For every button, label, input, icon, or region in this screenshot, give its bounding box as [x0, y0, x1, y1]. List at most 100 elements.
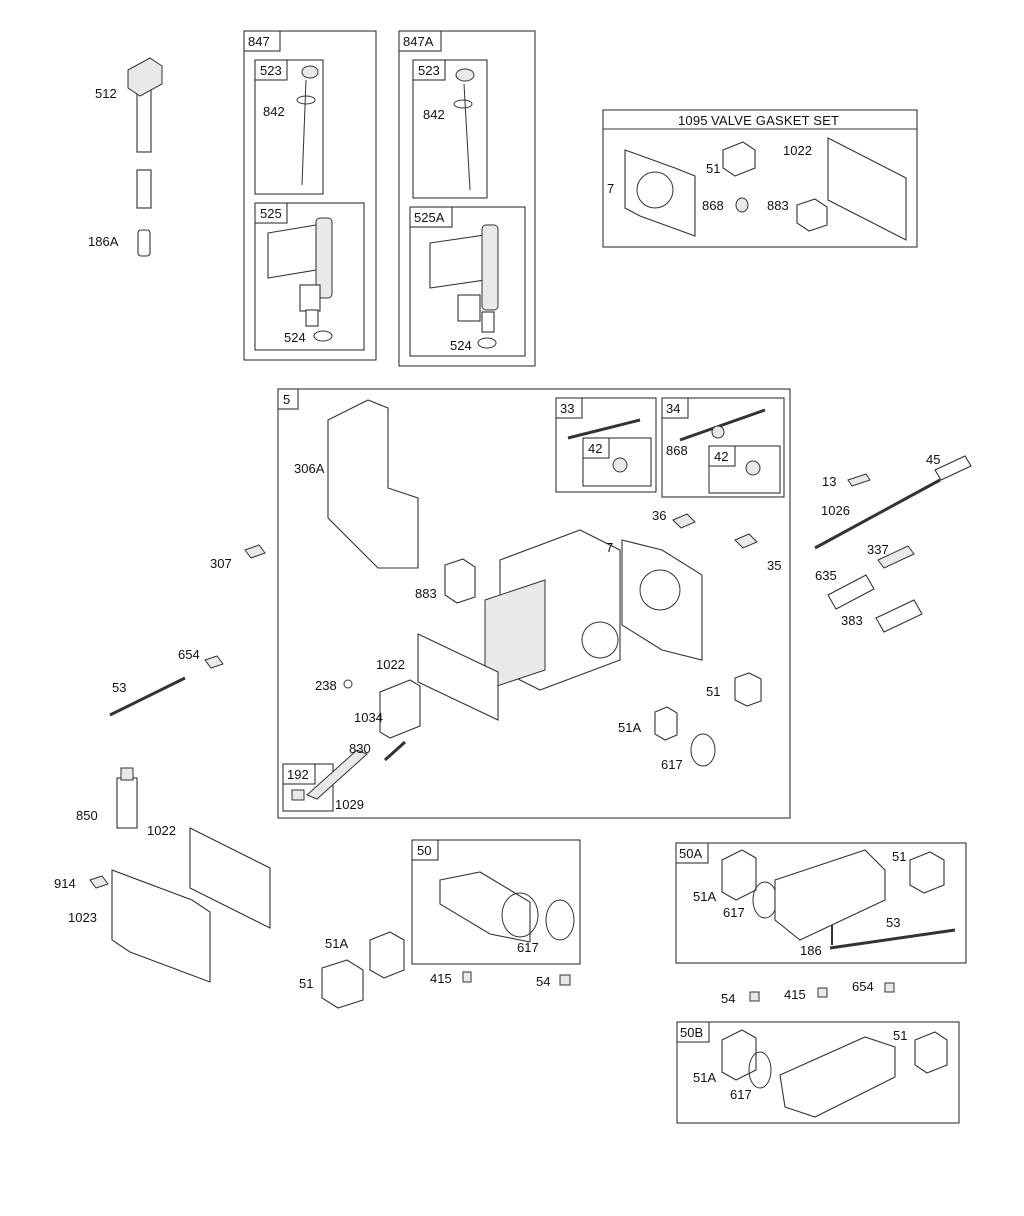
nut-654	[884, 982, 895, 993]
tag-42-a	[582, 437, 610, 459]
box-847a	[398, 30, 536, 367]
label-337: 337	[867, 542, 889, 557]
label-51a-head: 51A	[618, 720, 641, 735]
label-883-head: 883	[415, 586, 437, 601]
label-1022-gasket-set: 1022	[783, 143, 812, 158]
label-238: 238	[315, 678, 337, 693]
label-54-box50: 54	[536, 974, 550, 989]
tag-847a	[398, 30, 442, 52]
label-617-box50b: 617	[730, 1087, 752, 1102]
oil-fill-tube-drawing-525a	[429, 224, 499, 349]
label-186-box50a: 186	[800, 943, 822, 958]
tag-847	[243, 30, 281, 52]
label-868-gasket-set: 868	[702, 198, 724, 213]
tag-192	[282, 763, 316, 785]
label-1022-head: 1022	[376, 657, 405, 672]
label-617-head: 617	[661, 757, 683, 772]
tag-523-right-text: 523	[418, 63, 440, 78]
tag-33-text: 33	[560, 401, 574, 416]
label-54-bottom: 54	[721, 991, 735, 1006]
box-50b	[676, 1021, 960, 1124]
tag-1095-text: 1095	[678, 113, 708, 128]
dipstick-tube-drawing	[127, 57, 163, 257]
label-842-right: 842	[423, 107, 445, 122]
label-415-bottom: 415	[784, 987, 806, 1002]
tag-34	[661, 397, 689, 419]
label-51-box50: 51	[299, 976, 313, 991]
label-51a-box50a: 51A	[693, 889, 716, 904]
label-524-left: 524	[284, 330, 306, 345]
tag-50a	[675, 842, 709, 864]
tag-42-b-text: 42	[714, 449, 728, 464]
label-850: 850	[76, 808, 98, 823]
label-415-box50: 415	[430, 971, 452, 986]
box-50	[411, 839, 581, 965]
label-186a: 186A	[88, 234, 119, 249]
label-13: 13	[822, 474, 836, 489]
box-523-right	[412, 59, 488, 199]
label-7-gasket-set: 7	[607, 181, 614, 196]
label-383: 383	[841, 613, 863, 628]
label-524-right: 524	[450, 338, 472, 353]
tag-34-text: 34	[666, 401, 680, 416]
label-35: 35	[767, 558, 781, 573]
label-51a-box50: 51A	[325, 936, 348, 951]
label-306a: 306A	[294, 461, 325, 476]
tag-42-b	[708, 445, 736, 467]
label-512: 512	[95, 86, 117, 101]
gasket-set-title: VALVE GASKET SET	[711, 113, 839, 128]
tag-847a-text: 847A	[403, 34, 434, 49]
nut-54	[749, 991, 760, 1002]
tag-847-text: 847	[248, 34, 270, 49]
intake-50b-drawing	[721, 1029, 948, 1118]
box-50a	[675, 842, 967, 964]
tag-42-a-text: 42	[588, 441, 602, 456]
label-654-bottom: 654	[852, 979, 874, 994]
tag-523-right	[412, 59, 446, 81]
tag-523-left-text: 523	[260, 63, 282, 78]
dipstick-drawing-right	[453, 68, 475, 191]
box-847	[243, 30, 377, 361]
label-1026: 1026	[821, 503, 850, 518]
label-830: 830	[349, 741, 371, 756]
label-51-head: 51	[706, 684, 720, 699]
tag-5-text: 5	[283, 392, 290, 407]
label-51-box50a: 51	[892, 849, 906, 864]
box-525a	[409, 206, 526, 357]
label-842-left: 842	[263, 104, 285, 119]
label-51-gasket-set: 51	[706, 161, 720, 176]
dipstick-drawing-left	[296, 65, 319, 186]
box-34	[661, 397, 785, 498]
label-36: 36	[652, 508, 666, 523]
label-617-box50a: 617	[723, 905, 745, 920]
box-5	[277, 388, 791, 819]
oil-fill-tube-drawing-525	[267, 217, 333, 342]
tag-525a-text: 525A	[414, 210, 445, 225]
label-617-box50: 617	[517, 940, 539, 955]
label-53-left: 53	[112, 680, 126, 695]
label-45: 45	[926, 452, 940, 467]
tag-192-text: 192	[287, 767, 309, 782]
tag-33	[555, 397, 583, 419]
tag-50	[411, 839, 439, 861]
tag-525	[254, 202, 288, 224]
intake-50a-drawing	[721, 849, 956, 950]
tag-525a	[409, 206, 453, 228]
box-33	[555, 397, 657, 493]
nut-415	[817, 987, 828, 998]
label-1023: 1023	[68, 910, 97, 925]
tag-523-left	[254, 59, 288, 81]
label-307: 307	[210, 556, 232, 571]
label-1034: 1034	[354, 710, 383, 725]
box-42-a	[582, 437, 652, 487]
label-51a-box50b: 51A	[693, 1070, 716, 1085]
gasket-set-drawing	[624, 137, 907, 241]
label-51-box50b: 51	[893, 1028, 907, 1043]
tag-525-text: 525	[260, 206, 282, 221]
label-7-head: 7	[606, 540, 613, 555]
box-1095	[602, 109, 918, 248]
label-868-box34: 868	[666, 443, 688, 458]
right-side-parts-drawing	[814, 455, 972, 633]
label-1029: 1029	[335, 797, 364, 812]
